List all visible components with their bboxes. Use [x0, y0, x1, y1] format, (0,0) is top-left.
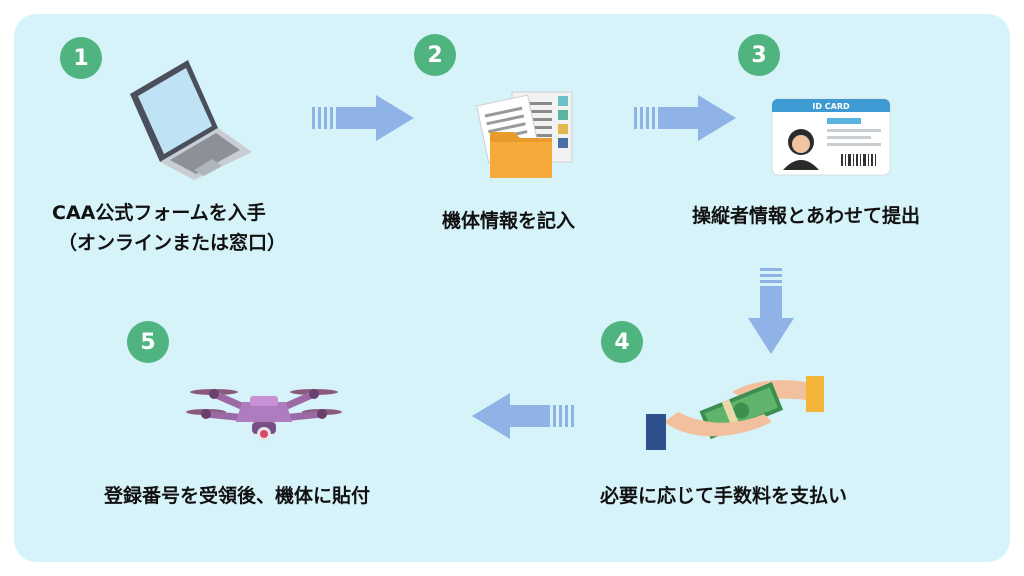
step-1-label-line2: （オンラインまたは窓口）: [58, 232, 287, 254]
step-5-badge: 5: [127, 321, 169, 363]
id-card-icon: ID CARD: [771, 98, 891, 176]
step-3-label: 操縦者情報とあわせて提出: [692, 205, 921, 227]
id-card-text: ID CARD: [812, 102, 850, 111]
step-1-badge: 1: [60, 37, 102, 79]
laptop-icon: [130, 60, 252, 180]
step-2-label: 機体情報を記入: [442, 210, 576, 232]
arrow-down: [748, 268, 794, 354]
step-4-label: 必要に応じて手数料を支払い: [600, 485, 848, 507]
arrow-right-2: [634, 95, 736, 141]
step-1-label-line1: CAA公式フォームを入手: [52, 202, 266, 224]
drone-icon: [186, 389, 342, 441]
arrow-right-1: [312, 95, 414, 141]
step-4-badge: 4: [601, 321, 643, 363]
step-3-badge: 3: [738, 34, 780, 76]
money-handover-icon: [646, 376, 824, 450]
step-1-label: CAA公式フォームを入手 （オンラインまたは窓口）: [52, 198, 286, 258]
documents-folder-icon: [476, 91, 573, 178]
step-2-badge: 2: [414, 34, 456, 76]
arrow-left: [472, 393, 574, 439]
step-5-label: 登録番号を受領後、機体に貼付: [104, 485, 371, 507]
